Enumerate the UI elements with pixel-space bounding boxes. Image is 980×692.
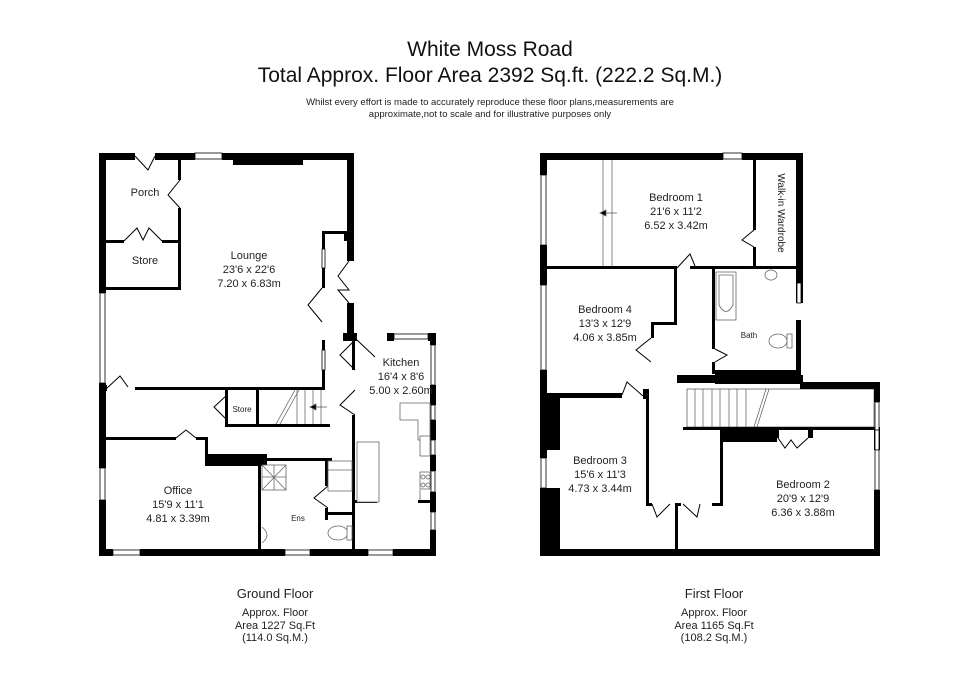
office-imperial: 15'9 x 11'1 — [152, 499, 204, 511]
first-floor-walls — [540, 153, 880, 556]
first-floor-area-line-2: Area 1165 Sq.Ft — [674, 619, 754, 632]
disclaimer-line-2: approximate,not to scale and for illustr… — [368, 109, 612, 120]
first-floor-title: First Floor — [684, 586, 744, 601]
ground-floor-area: Approx. Floor Area 1227 Sq.Ft (114.0 Sq.… — [175, 607, 375, 645]
lounge-metric: 7.20 x 6.83m — [217, 278, 281, 290]
ground-floor-labels: Porch Store Lounge 23'6 x 22'6 7.20 x 6.… — [131, 187, 433, 525]
disclaimer-line-1: Whilst every effort is made to accuratel… — [306, 97, 674, 108]
first-floor-fixtures — [715, 269, 793, 349]
ground-floor-plan — [99, 152, 436, 556]
office-metric: 4.81 x 3.39m — [146, 513, 210, 525]
kitchen-imperial: 16'4 x 8'6 — [378, 371, 424, 383]
first-floor-area: Approx. Floor Area 1165 Sq.Ft (108.2 Sq.… — [614, 607, 814, 645]
disclaimer: Whilst every effort is made to accuratel… — [0, 97, 980, 121]
first-floor-stairs — [599, 160, 875, 428]
room-office: Office — [164, 485, 193, 497]
property-title: White Moss Road — [407, 38, 573, 61]
ground-floor-walls — [99, 153, 436, 556]
first-floor-doors — [621, 229, 809, 518]
room-walk-in-wardrobe: Walk-in Wardrobe — [775, 173, 786, 253]
room-bedroom-4: Bedroom 4 — [578, 304, 632, 316]
first-floor-area-line-3: (108.2 Sq.M.) — [680, 632, 748, 644]
ground-floor-fixtures — [261, 402, 431, 544]
ground-floor-doors — [105, 155, 376, 509]
first-floor-labels: Bedroom 1 21'6 x 11'2 6.52 x 3.42m Walk-… — [568, 173, 835, 519]
bedroom-1-imperial: 21'6 x 11'2 — [650, 206, 702, 218]
lounge-imperial: 23'6 x 22'6 — [223, 264, 276, 276]
first-floor-windows — [540, 152, 880, 491]
ground-floor-area-line-1: Approx. Floor — [241, 607, 309, 619]
first-floor-caption: First Floor Approx. Floor Area 1165 Sq.F… — [614, 586, 814, 645]
bedroom-3-metric: 4.73 x 3.44m — [568, 483, 632, 495]
room-store: Store — [132, 255, 158, 267]
bedroom-3-imperial: 15'6 x 11'3 — [574, 469, 626, 481]
room-kitchen: Kitchen — [383, 357, 420, 369]
bedroom-2-imperial: 20'9 x 12'9 — [777, 493, 830, 505]
room-ensuite: Ens — [291, 514, 305, 523]
bedroom-2-metric: 6.36 x 3.88m — [771, 507, 835, 519]
ground-floor-windows — [99, 152, 436, 556]
first-floor-area-line-1: Approx. Floor — [680, 607, 748, 619]
kitchen-metric: 5.00 x 2.60m — [369, 385, 433, 397]
ground-floor-caption: Ground Floor Approx. Floor Area 1227 Sq.… — [175, 586, 375, 645]
room-porch: Porch — [131, 187, 160, 199]
bedroom-4-metric: 4.06 x 3.85m — [573, 332, 637, 344]
room-bedroom-2: Bedroom 2 — [776, 479, 830, 491]
room-bedroom-3: Bedroom 3 — [573, 455, 627, 467]
room-bedroom-1: Bedroom 1 — [649, 192, 703, 204]
bedroom-1-metric: 6.52 x 3.42m — [644, 220, 708, 232]
bedroom-4-imperial: 13'3 x 12'9 — [579, 318, 632, 330]
ground-floor-area-line-2: Area 1227 Sq.Ft — [234, 619, 316, 632]
total-floor-area: Total Approx. Floor Area 2392 Sq.ft. (22… — [257, 64, 723, 87]
ground-floor-stairs — [275, 389, 327, 425]
room-bath: Bath — [741, 331, 757, 340]
first-floor-plan — [540, 152, 880, 556]
room-store-2: Store — [232, 405, 252, 414]
ground-floor-area-line-3: (114.0 Sq.M.) — [242, 632, 308, 644]
ground-floor-title: Ground Floor — [236, 586, 314, 601]
room-lounge: Lounge — [231, 250, 268, 262]
